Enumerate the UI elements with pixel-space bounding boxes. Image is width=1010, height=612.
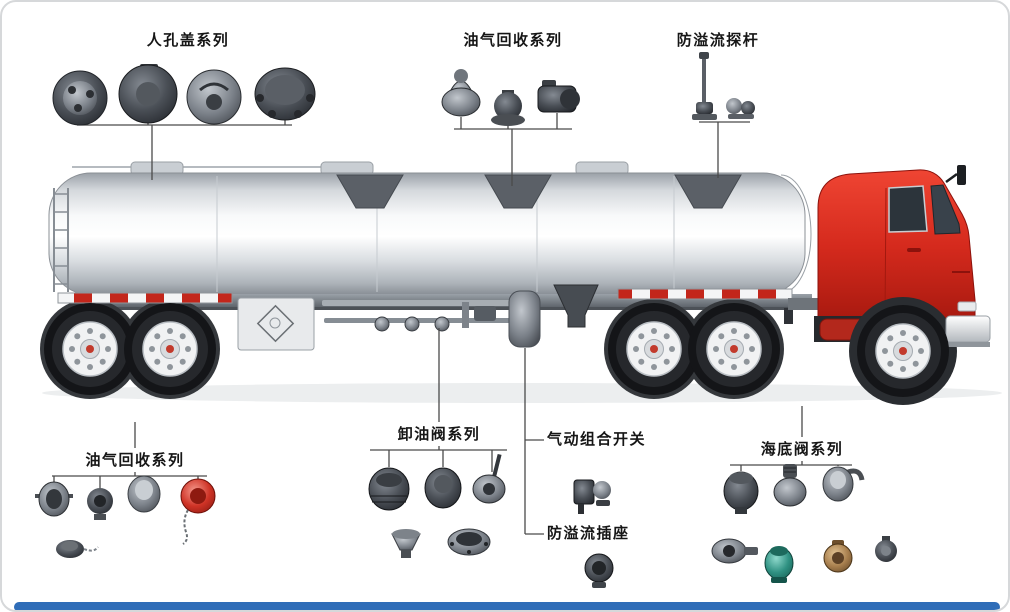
valve-handwheel-icon bbox=[404, 316, 420, 332]
manhole-cover-part-1 bbox=[52, 70, 108, 126]
tank-vent-cone-3 bbox=[674, 174, 742, 209]
label-bottom-valve-series: 海底阀系列 bbox=[760, 441, 844, 458]
part-overflow-socket bbox=[584, 553, 614, 588]
callout-line-vapor-top bbox=[454, 113, 572, 186]
parts-overflow-probe bbox=[692, 52, 755, 120]
trailer-chassis-edge bbox=[70, 307, 812, 310]
chassis-piping bbox=[322, 300, 512, 332]
footer-bar bbox=[14, 602, 1000, 610]
tank-vent-cone-1 bbox=[336, 174, 404, 209]
bottom-valve-part-1 bbox=[723, 471, 759, 514]
cab-door-seam bbox=[884, 187, 887, 321]
cab-mirror-arm bbox=[945, 172, 958, 184]
side-toolbox bbox=[237, 297, 315, 351]
label-overflow-socket: 防溢流插座 bbox=[547, 525, 630, 542]
label-vapor-recovery-series-bottom: 油气回收系列 bbox=[85, 452, 185, 469]
cab-bumper bbox=[945, 315, 991, 343]
callout-line-probe bbox=[699, 121, 750, 178]
wheel-cab bbox=[856, 304, 950, 398]
bottom-valve-funnel bbox=[553, 284, 599, 328]
guard-rail-right bbox=[617, 288, 793, 300]
parts-bottom-valves bbox=[711, 464, 897, 583]
label-overflow-probe: 防溢流探杆 bbox=[676, 32, 760, 49]
unloading-valve-part-3 bbox=[472, 453, 506, 504]
cap-chain bbox=[182, 509, 189, 545]
label-manhole-cover-series: 人孔盖系列 bbox=[146, 32, 230, 49]
tank-end-cap bbox=[780, 174, 812, 294]
wheel-front-2 bbox=[123, 302, 217, 396]
wheel-front-1 bbox=[43, 302, 137, 396]
bottom-valve-part-5-teal bbox=[764, 546, 794, 583]
bottom-valve-part-6-brass bbox=[823, 540, 853, 573]
label-unloading-valve-series: 卸油阀系列 bbox=[397, 426, 481, 443]
red-cap-part bbox=[180, 478, 216, 545]
tank-vent-cone-2 bbox=[484, 174, 552, 209]
cab-mirror bbox=[957, 165, 966, 185]
vapor-valve-part-1 bbox=[441, 69, 481, 117]
label-vapor-recovery-series-top: 油气回收系列 bbox=[463, 32, 563, 49]
parts-manhole-covers bbox=[52, 64, 316, 126]
callout-line-pneumatic-socket bbox=[524, 348, 544, 535]
bottom-valve-part-3 bbox=[822, 466, 865, 502]
cab-door-handle bbox=[907, 248, 921, 252]
parts-vapor-recovery-bottom bbox=[35, 475, 216, 558]
label-pneumatic-switch: 气动组合开关 bbox=[547, 431, 647, 448]
tank-seams bbox=[216, 176, 675, 292]
unloading-valve-part-5 bbox=[447, 528, 491, 556]
probe-rod-part bbox=[692, 52, 717, 120]
unloading-valve-part-4 bbox=[391, 529, 421, 558]
bottom-valve-part-2 bbox=[773, 464, 807, 507]
cap-with-chain-part bbox=[56, 540, 99, 558]
vapor-valve-part-2 bbox=[491, 90, 525, 126]
guard-rail-left bbox=[57, 292, 233, 304]
parts-unloading-valves bbox=[368, 453, 506, 558]
callout-line-manhole bbox=[77, 115, 292, 180]
hazard-diamond-icon bbox=[256, 304, 295, 343]
bottom-valve-part-7 bbox=[875, 536, 897, 562]
cab-headlight bbox=[957, 301, 977, 312]
manhole-cover-part-2 bbox=[118, 64, 178, 124]
manhole-cover-part-4 bbox=[254, 67, 316, 121]
wheel-rear-2 bbox=[687, 302, 781, 396]
probe-fitting-part bbox=[726, 98, 755, 119]
wheels bbox=[43, 302, 950, 398]
unloading-valve-part-1 bbox=[368, 467, 410, 511]
bottom-valve-part-4 bbox=[711, 538, 758, 564]
cab-side-window bbox=[888, 185, 928, 233]
coupling-part-2 bbox=[87, 488, 113, 520]
parts-vapor-recovery-top bbox=[441, 69, 580, 126]
wheel-rear-1 bbox=[607, 302, 701, 396]
air-cylinder bbox=[508, 290, 541, 348]
coupling-part-3 bbox=[127, 475, 161, 513]
part-pneumatic-switch bbox=[573, 479, 611, 514]
valve-handwheel-icon bbox=[434, 316, 450, 332]
manhole-cover-part-3 bbox=[186, 69, 242, 125]
vapor-valve-part-3 bbox=[537, 80, 580, 113]
mudflap bbox=[784, 308, 793, 324]
callout-line-vapor-bottom bbox=[52, 422, 207, 488]
valve-handwheel-icon bbox=[374, 316, 390, 332]
unloading-valve-part-2 bbox=[424, 467, 462, 509]
cab-windshield bbox=[930, 184, 961, 235]
callout-line-unloading bbox=[370, 328, 507, 472]
cab-bumper-lip bbox=[946, 342, 990, 347]
coupling-part-1 bbox=[35, 481, 73, 517]
tank-ladder bbox=[53, 188, 69, 292]
